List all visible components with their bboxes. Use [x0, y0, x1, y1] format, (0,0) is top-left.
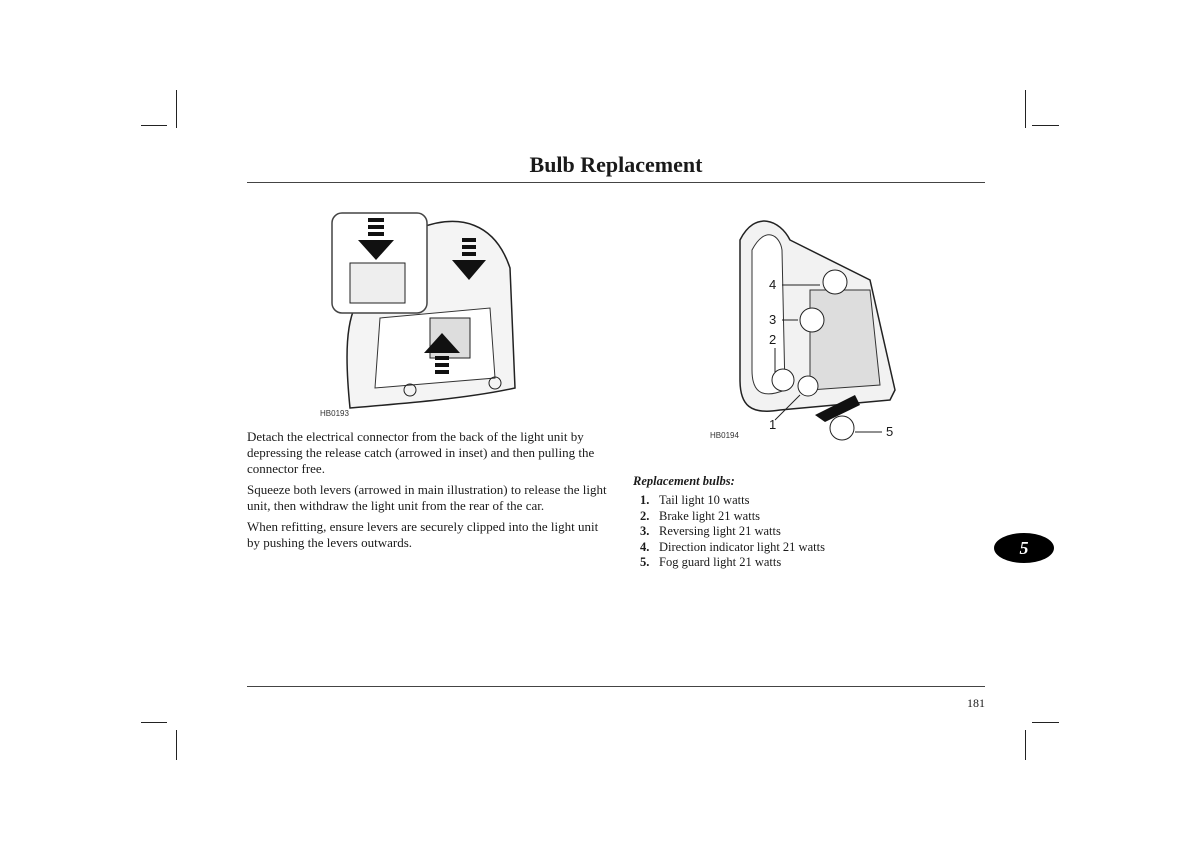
crop-mark — [1025, 90, 1026, 128]
section-tab: 5 — [994, 533, 1054, 563]
callout-1: 1 — [769, 417, 777, 432]
list-item: 2. Brake light 21 watts — [640, 509, 760, 524]
item-number: 3. — [640, 524, 650, 538]
item-text: Brake light 21 watts — [659, 509, 761, 523]
paragraph: Detach the electrical connector from the… — [247, 429, 595, 476]
page-number: 181 — [967, 696, 985, 710]
list-item: 4. Direction indicator light 21 watts — [640, 540, 825, 555]
crop-mark — [176, 730, 177, 760]
crop-mark — [141, 722, 167, 723]
paragraph: Squeeze both levers (arrowed in main ill… — [247, 482, 607, 513]
item-text: Reversing light 21 watts — [659, 524, 781, 538]
crop-mark — [1032, 125, 1059, 126]
list-item: 3. Reversing light 21 watts — [640, 524, 781, 539]
callout-2: 2 — [769, 332, 777, 347]
crop-mark — [176, 90, 177, 128]
crop-mark — [141, 125, 167, 126]
list-item: 1. Tail light 10 watts — [640, 493, 749, 508]
callout-4: 4 — [769, 277, 777, 292]
list-item: 5. Fog guard light 21 watts — [640, 555, 781, 570]
bulbs-heading: Replacement bulbs: — [633, 474, 735, 488]
callout-3: 3 — [769, 312, 777, 327]
figure-code: HB0193 — [320, 409, 349, 418]
callout-5: 5 — [886, 424, 894, 439]
footer-rule — [247, 686, 985, 687]
item-number: 2. — [640, 509, 650, 523]
light-unit-connector-illustration — [331, 212, 516, 409]
item-text: Fog guard light 21 watts — [659, 555, 782, 569]
item-number: 1. — [640, 493, 650, 507]
header-rule — [247, 182, 985, 183]
item-number: 5. — [640, 555, 650, 569]
light-unit-bulbs-illustration — [739, 220, 896, 441]
paragraph: When refitting, ensure levers are secure… — [247, 519, 599, 550]
item-text: Direction indicator light 21 watts — [659, 540, 825, 554]
page-title: Bulb Replacement — [529, 152, 703, 177]
item-text: Tail light 10 watts — [659, 493, 750, 507]
item-number: 4. — [640, 540, 650, 554]
crop-mark — [1025, 730, 1026, 760]
figure-code: HB0194 — [710, 431, 739, 440]
crop-mark — [1032, 722, 1059, 723]
